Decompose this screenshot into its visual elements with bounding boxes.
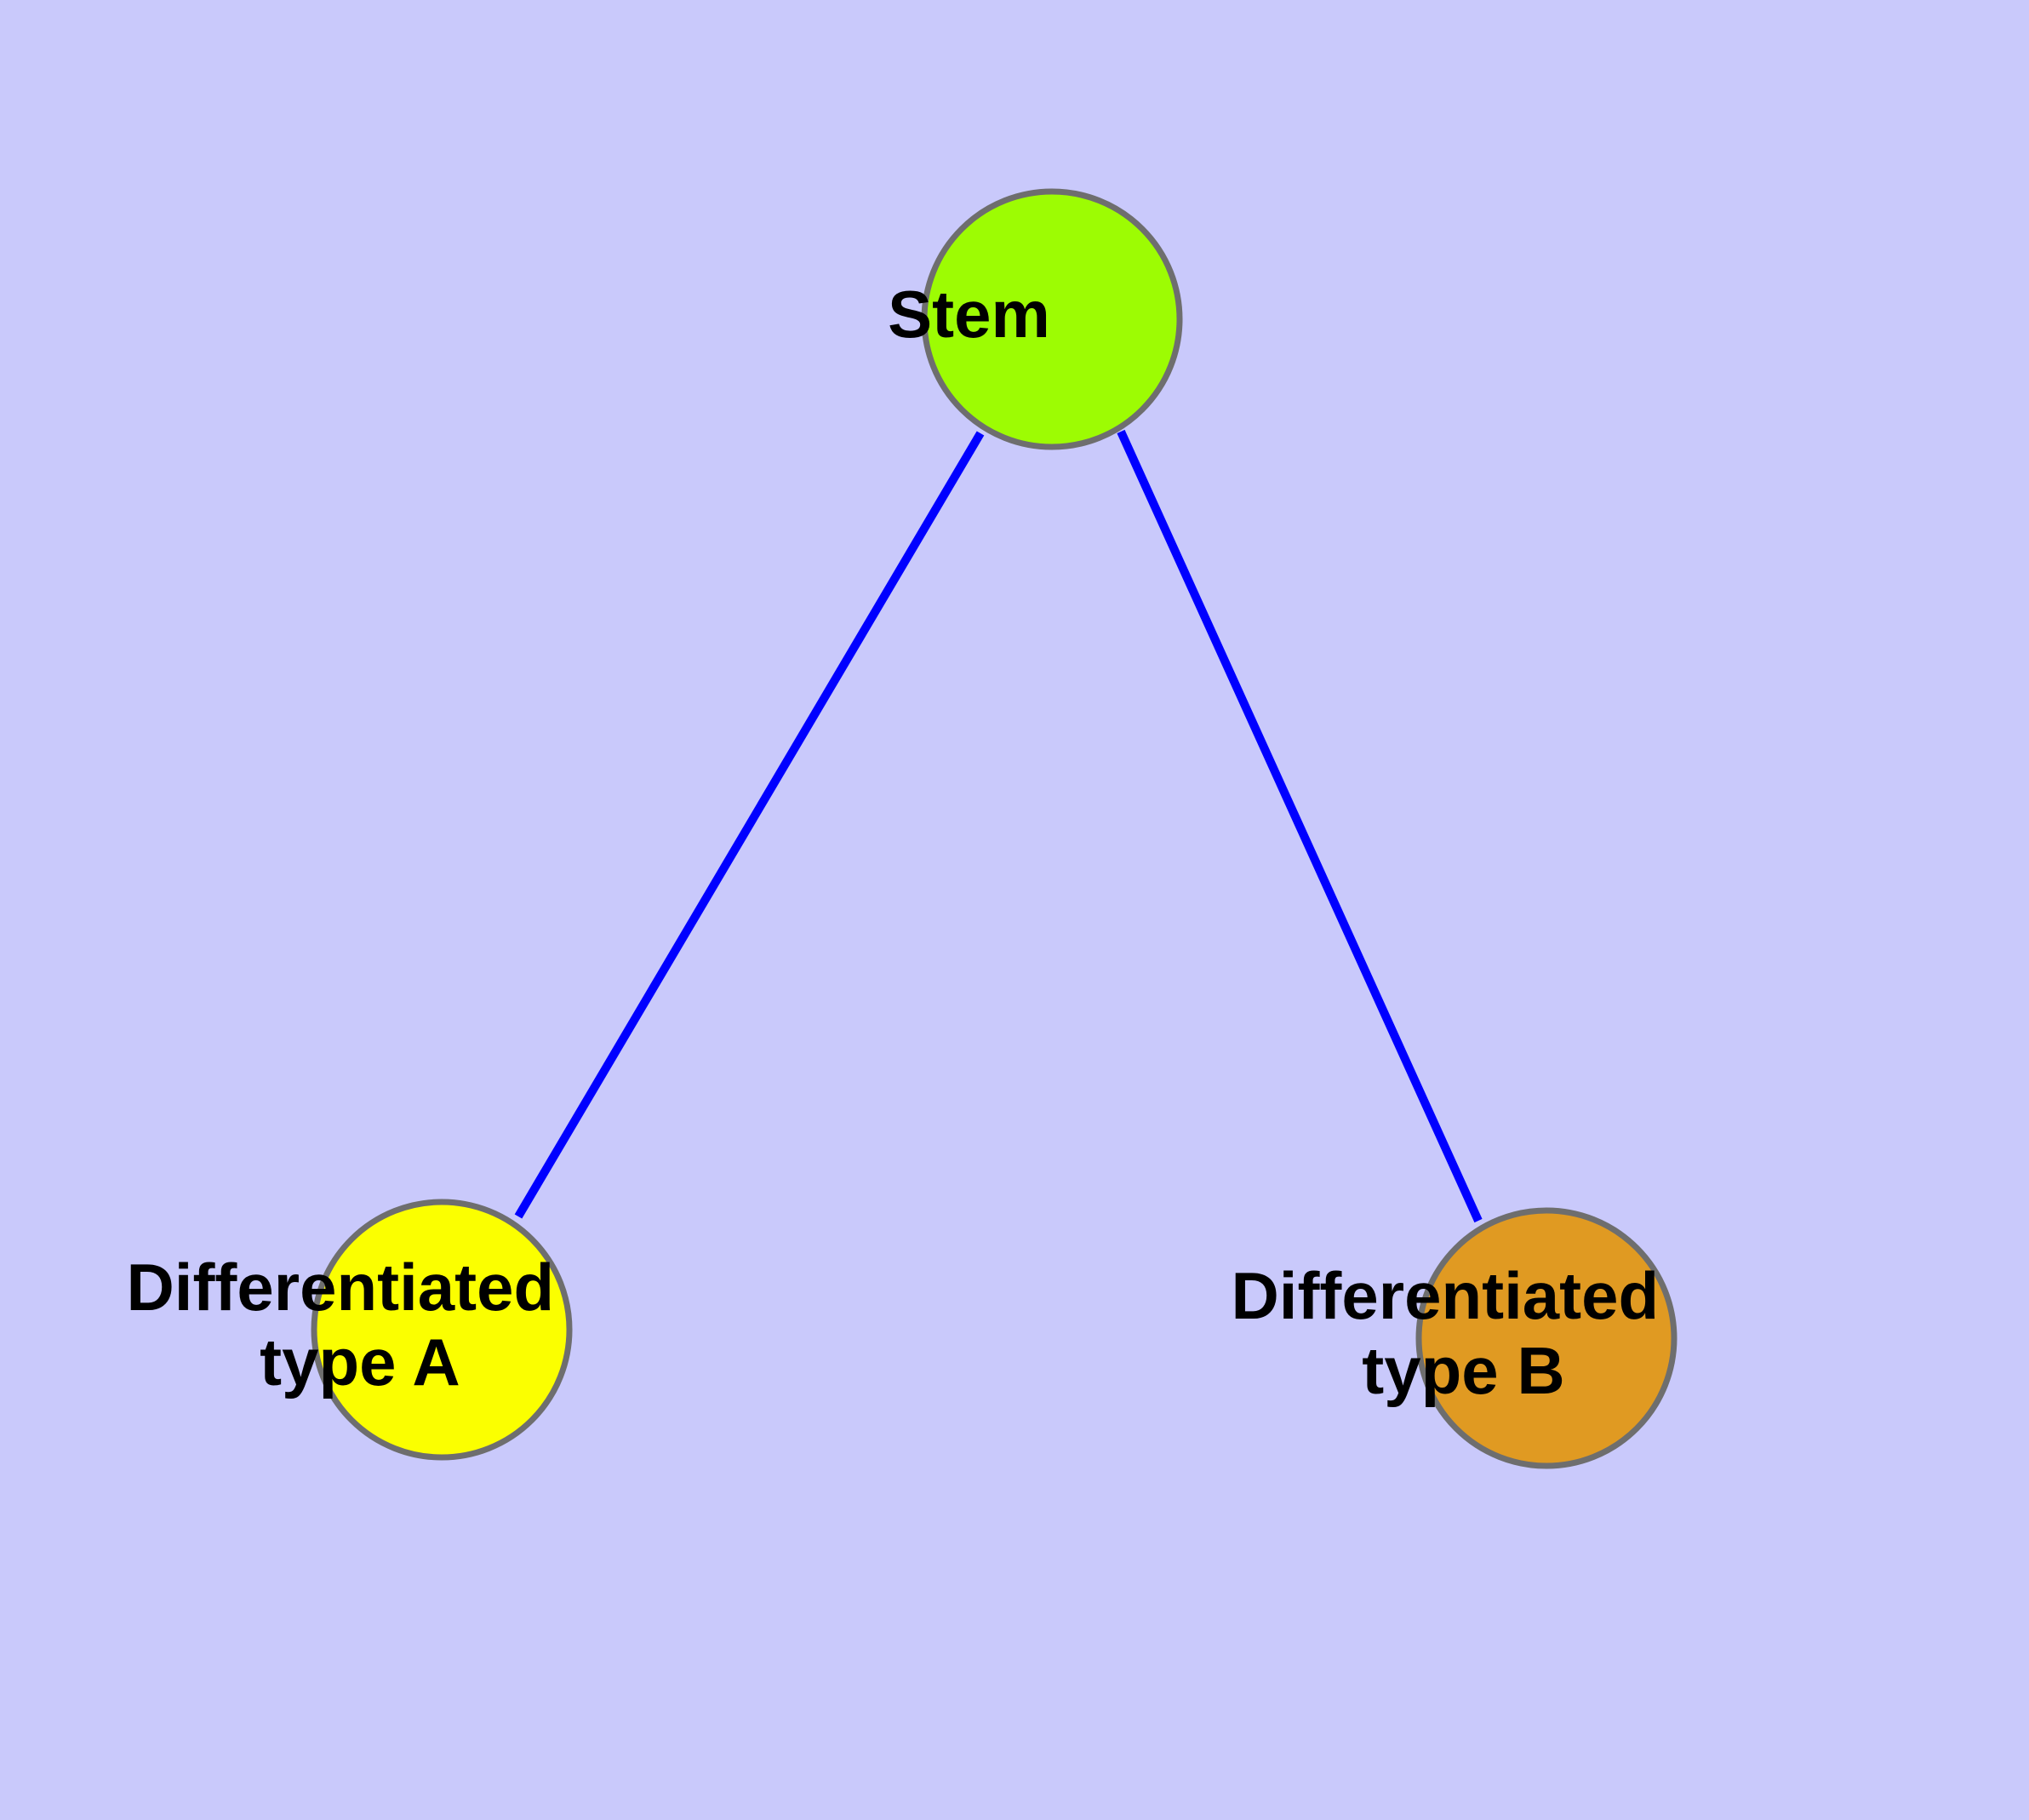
- node-stem-circle[interactable]: [921, 188, 1183, 450]
- node-diff-a-label: Differentiated type A: [126, 1250, 757, 1399]
- node-diff-b-label-line-1: Differentiated: [1231, 1258, 1659, 1333]
- node-diff-a-label-line-1: Differentiated: [126, 1250, 554, 1325]
- node-diff-a-circle[interactable]: [311, 1199, 573, 1461]
- edge-stem-to-diff-a[interactable]: [514, 431, 985, 1219]
- node-diff-a-label-line-2: type A: [260, 1325, 459, 1399]
- node-diff-b[interactable]: Differentiated type B: [1231, 1207, 1861, 1469]
- edge-stem-to-diff-b[interactable]: [1117, 429, 1483, 1223]
- node-diff-b-circle[interactable]: [1415, 1207, 1677, 1469]
- node-diff-b-label-line-2: type B: [1362, 1333, 1564, 1408]
- node-layer: Stem Differentiated type A Differentiate…: [126, 188, 1861, 1469]
- node-stem[interactable]: Stem: [888, 188, 1216, 450]
- node-diff-b-label: Differentiated type B: [1231, 1258, 1861, 1408]
- node-stem-label-line-1: Stem: [888, 277, 1050, 352]
- edge-layer: [514, 429, 1483, 1223]
- node-stem-label: Stem: [888, 277, 1216, 352]
- node-diff-a[interactable]: Differentiated type A: [126, 1199, 757, 1461]
